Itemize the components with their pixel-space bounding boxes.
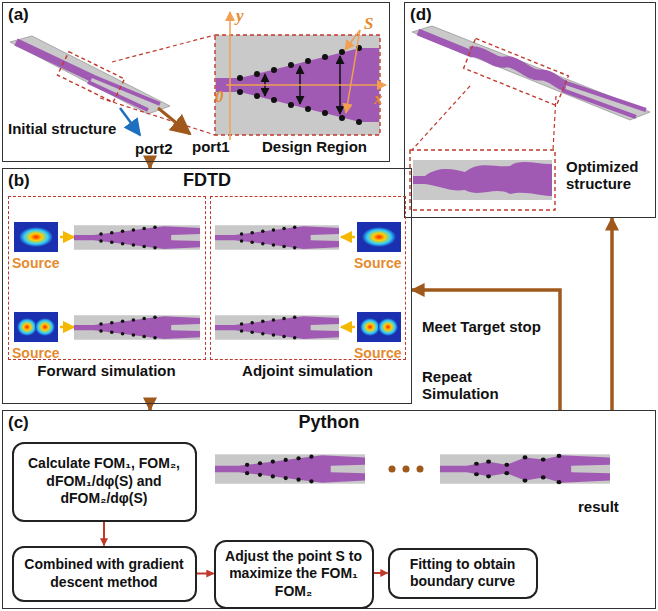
- result-label: result: [578, 498, 619, 515]
- design-region: [215, 12, 386, 140]
- process-box: Fitting to obtain boundary curve: [388, 548, 538, 599]
- source-label: Source: [12, 345, 59, 361]
- panel-title: FDTD: [3, 170, 411, 191]
- flow-arrow: [412, 290, 560, 410]
- box-text: Combined with gradient descent method: [20, 556, 189, 591]
- panel-b: (b)FDTDForward simulationAdjoint simulat…: [2, 168, 412, 404]
- axis-label: x: [374, 89, 383, 109]
- fdtd-simulations: [14, 222, 401, 342]
- axis-label: y: [236, 6, 244, 26]
- box-caption: Forward simulation: [9, 362, 205, 379]
- flow-arrow: [197, 573, 214, 575]
- panel-letter: (d): [410, 5, 432, 25]
- panel-letter: (b): [8, 171, 30, 191]
- box-text: Adjust the point S to maximize the FOM₁ …: [222, 548, 366, 601]
- adjoint-sim-box: Adjoint simulation: [210, 196, 406, 360]
- process-box: Combined with gradient descent method: [12, 546, 197, 602]
- edge-label: Repeat Simulation: [420, 368, 552, 402]
- forward-sim-box: Forward simulation: [8, 196, 206, 360]
- origin-label: 0: [215, 87, 224, 107]
- box-caption: Adjoint simulation: [211, 362, 405, 379]
- panel-letter: (a): [8, 5, 29, 25]
- flow-arrow: [103, 522, 105, 546]
- process-box: Adjust the point S to maximize the FOM₁ …: [214, 540, 374, 609]
- structure-label: Initial structure: [8, 120, 116, 137]
- panel-letter: (c): [8, 413, 29, 433]
- region-label: Design Region: [262, 138, 367, 155]
- source-label: Source: [354, 345, 401, 361]
- panel-title: Python: [3, 412, 655, 433]
- structure-label: Optimized structure: [566, 158, 652, 192]
- flow-arrow: [374, 572, 388, 574]
- panel-c: (c)PythonCalculate FOM₁, FOM₂, dFOM₁/dφ(…: [2, 410, 656, 609]
- port-label: port2: [135, 140, 173, 157]
- source-label: Source: [354, 255, 401, 271]
- point-label: S: [364, 14, 373, 34]
- box-text: Calculate FOM₁, FOM₂, dFOM₁/dφ(S) and dF…: [20, 455, 189, 508]
- iteration-structures: [215, 454, 610, 484]
- edge-label: Meet Target stop: [420, 318, 552, 335]
- source-label: Source: [12, 255, 59, 271]
- box-text: Fitting to obtain boundary curve: [396, 556, 530, 591]
- flow-arrow: [610, 218, 614, 410]
- process-box: Calculate FOM₁, FOM₂, dFOM₁/dφ(S) and dF…: [12, 442, 197, 522]
- port-label: port1: [192, 138, 230, 155]
